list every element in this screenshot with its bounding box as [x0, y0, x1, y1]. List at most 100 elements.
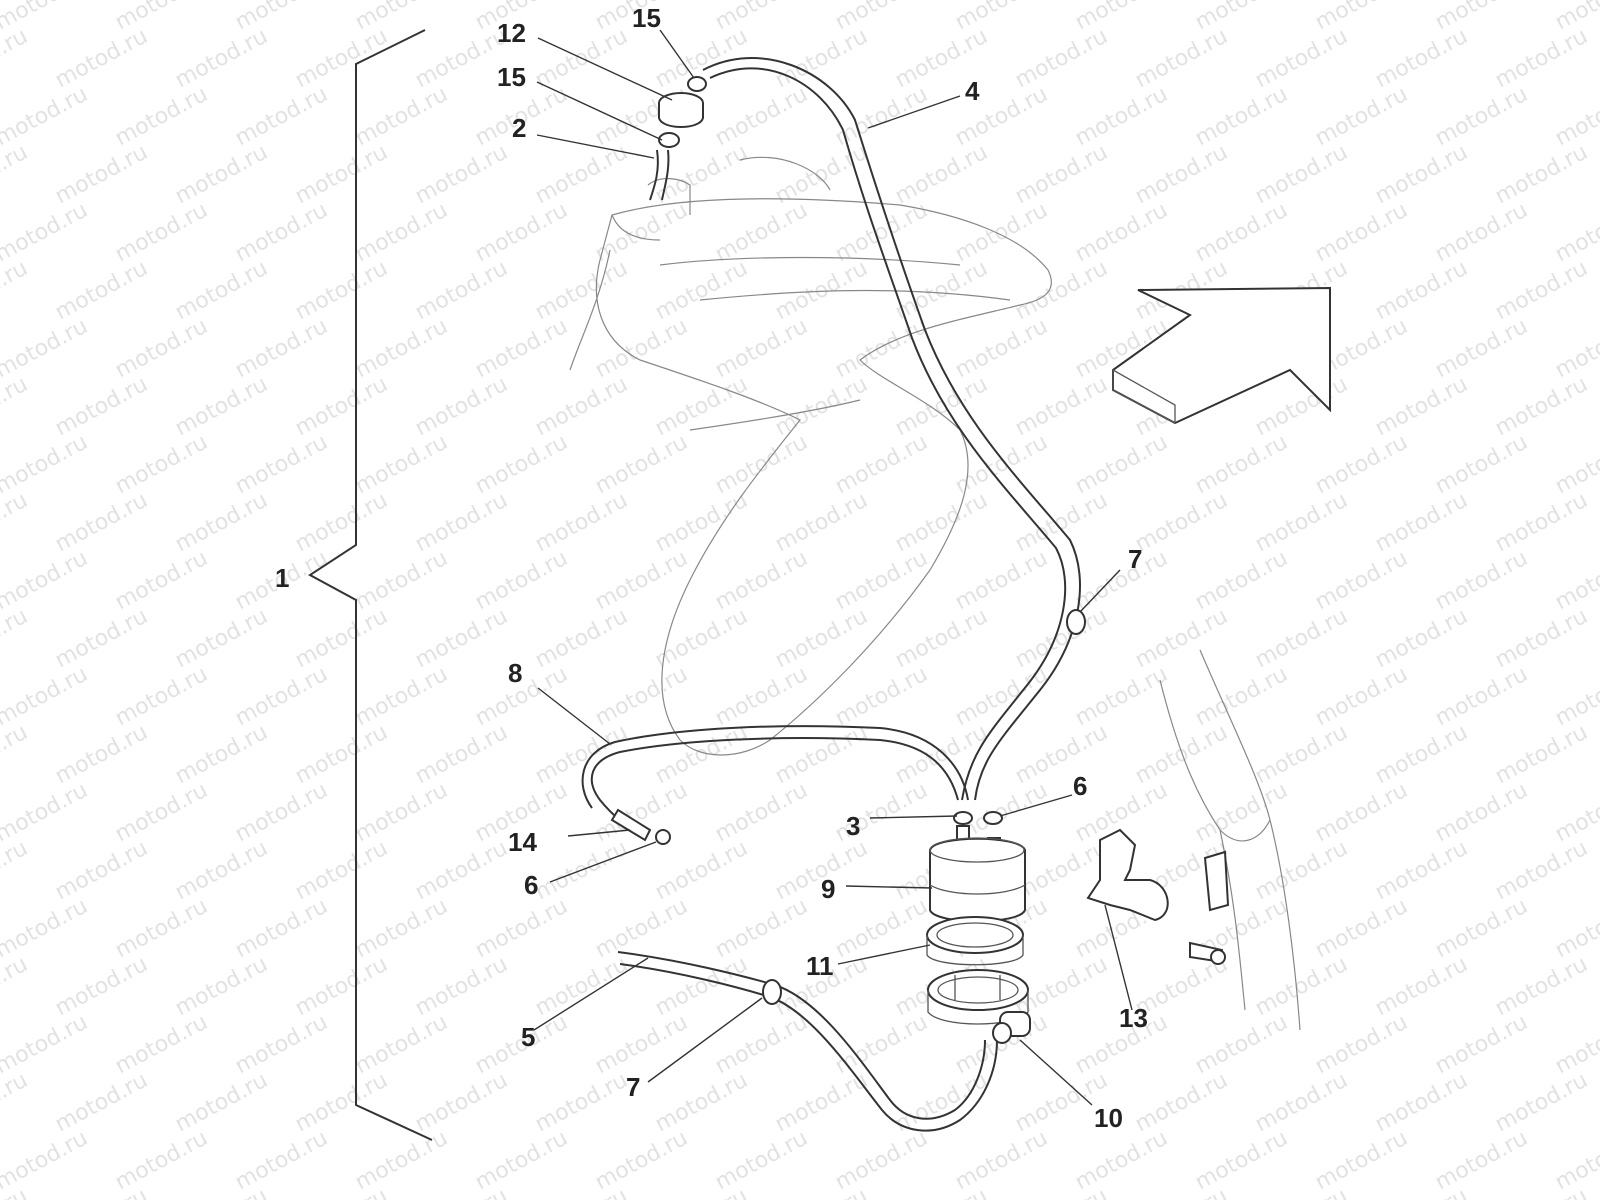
watermark-text: motod.ru: [471, 546, 572, 615]
watermark-text: motod.ru: [1371, 720, 1472, 789]
watermark-text: motod.ru: [1311, 1010, 1412, 1079]
watermark-text: motod.ru: [1431, 778, 1532, 847]
watermark-text: motod.ru: [231, 1126, 332, 1195]
watermark-text: motod.ru: [1191, 546, 1292, 615]
watermark-text: motod.ru: [1311, 1126, 1412, 1195]
watermark-text: motod.ru: [171, 720, 272, 789]
watermark-text: motod.ru: [1071, 0, 1172, 35]
watermark-text: motod.ru: [711, 430, 812, 499]
watermark-text: motod.ru: [1371, 488, 1472, 557]
watermark-text: motod.ru: [711, 82, 812, 151]
watermark-text: motod.ru: [51, 604, 152, 673]
watermark-text: motod.ru: [0, 1126, 92, 1195]
watermark-text: motod.ru: [1491, 836, 1592, 905]
watermark-text: motod.ru: [1011, 372, 1112, 441]
bracket-10: [927, 969, 1031, 1044]
hose-clamp-7b: [762, 979, 782, 1005]
watermark-text: motod.ru: [351, 546, 452, 615]
watermark-text: motod.ru: [51, 256, 152, 325]
watermark-text: motod.ru: [1131, 488, 1232, 557]
watermark-text: motod.ru: [351, 1010, 452, 1079]
watermark-text: motod.ru: [591, 430, 692, 499]
watermark-text: motod.ru: [0, 662, 92, 731]
fuel-tank: [569, 156, 1052, 756]
direction-arrow-icon: [1112, 286, 1331, 425]
watermark-text: motod.ru: [0, 256, 32, 325]
watermark-text: motod.ru: [1071, 82, 1172, 151]
hose-5: [617, 951, 986, 1120]
watermark-text: motod.ru: [0, 1010, 92, 1079]
watermark-text: motod.ru: [531, 256, 632, 325]
watermark-text: motod.ru: [1311, 662, 1412, 731]
watermark-text: motod.ru: [1311, 82, 1412, 151]
watermark-text: motod.ru: [51, 952, 152, 1021]
watermark-text: motod.ru: [1551, 314, 1600, 383]
watermark-text: motod.ru: [291, 1184, 392, 1200]
callout-8: 8: [508, 658, 522, 688]
watermark-text: motod.ru: [171, 952, 272, 1021]
watermark-text: motod.ru: [1371, 372, 1472, 441]
watermark-text: motod.ru: [171, 140, 272, 209]
watermark-text: motod.ru: [1551, 1126, 1600, 1195]
callout-3: 3: [846, 811, 860, 841]
watermark-text: motod.ru: [0, 82, 92, 151]
watermark-text: motod.ru: [111, 1126, 212, 1195]
watermark-text: motod.ru: [171, 604, 272, 673]
watermark-text: motod.ru: [1311, 0, 1412, 35]
watermark-text: motod.ru: [1371, 24, 1472, 93]
watermark-text: motod.ru: [231, 82, 332, 151]
watermark-text: motod.ru: [771, 1184, 872, 1200]
watermark-text: motod.ru: [411, 604, 512, 673]
watermark-text: motod.ru: [891, 604, 992, 673]
watermark-text: motod.ru: [1551, 894, 1600, 963]
watermark-text: motod.ru: [411, 372, 512, 441]
watermark-text: motod.ru: [411, 720, 512, 789]
watermark-text: motod.ru: [1491, 604, 1592, 673]
watermark-text: motod.ru: [111, 314, 212, 383]
callout-labels: 1 12 15 15 2 4 7 8 6 3 14 6 9 11 13 5 7 …: [275, 3, 1148, 1133]
watermark-text: motod.ru: [0, 720, 32, 789]
watermark-text: motod.ru: [171, 836, 272, 905]
callout-12: 12: [497, 18, 526, 48]
watermark-text: motod.ru: [1191, 1010, 1292, 1079]
watermark-text: motod.ru: [51, 720, 152, 789]
watermark-text: motod.ru: [231, 430, 332, 499]
watermark-text: motod.ru: [951, 0, 1052, 35]
watermark-text: motod.ru: [831, 546, 932, 615]
callout-15-top: 15: [632, 3, 661, 33]
watermark-text: motod.ru: [1131, 604, 1232, 673]
watermark-text: motod.ru: [0, 140, 32, 209]
watermark-text: motod.ru: [0, 372, 32, 441]
watermark-text: motod.ru: [771, 488, 872, 557]
watermark-text: motod.ru: [1371, 952, 1472, 1021]
watermark-text: motod.ru: [711, 0, 812, 35]
watermark-text: motod.ru: [1011, 24, 1112, 93]
watermark-text: motod.ru: [471, 894, 572, 963]
watermark-text: motod.ru: [831, 1010, 932, 1079]
watermark-text: motod.ru: [0, 952, 32, 1021]
watermark-text: motod.ru: [411, 256, 512, 325]
watermark-text: motod.ru: [1371, 1184, 1472, 1200]
watermark-text: motod.ru: [1251, 24, 1352, 93]
watermark-text: motod.ru: [1251, 1184, 1352, 1200]
watermark-text: motod.ru: [51, 372, 152, 441]
watermark-text: motod.ru: [591, 546, 692, 615]
callout-10: 10: [1094, 1103, 1123, 1133]
watermark-text: motod.ru: [1431, 1010, 1532, 1079]
watermark-text: motod.ru: [1011, 256, 1112, 325]
callout-13: 13: [1119, 1003, 1148, 1033]
watermark-text: motod.ru: [0, 314, 92, 383]
callout-1: 1: [275, 563, 289, 593]
watermark-text: motod.ru: [1191, 198, 1292, 267]
watermark-text: motod.ru: [1251, 140, 1352, 209]
watermark-text: motod.ru: [1551, 198, 1600, 267]
watermark-text: motod.ru: [51, 24, 152, 93]
watermark-text: motod.ru: [291, 604, 392, 673]
watermark-text: motod.ru: [1011, 488, 1112, 557]
watermark-text: motod.ru: [1131, 1068, 1232, 1137]
watermark-text: motod.ru: [411, 488, 512, 557]
watermark-text: motod.ru: [291, 952, 392, 1021]
watermark-text: motod.ru: [1431, 82, 1532, 151]
watermark-text: motod.ru: [231, 894, 332, 963]
